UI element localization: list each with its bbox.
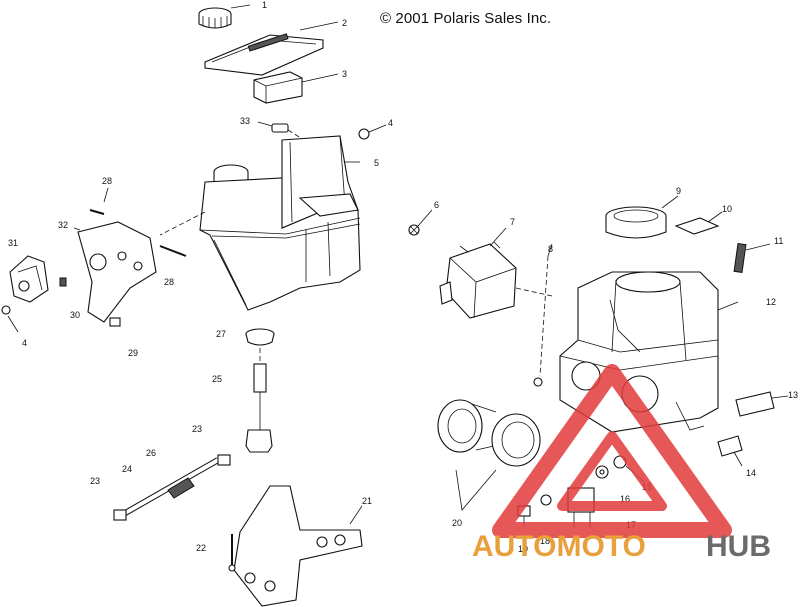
part-20-boot-left bbox=[437, 399, 497, 453]
part-13-pad bbox=[735, 391, 789, 417]
callout-5: 5 bbox=[374, 158, 379, 168]
part-10-pad bbox=[674, 211, 723, 235]
callout-3: 3 bbox=[342, 69, 347, 79]
callout-32: 32 bbox=[58, 220, 68, 230]
callout-6: 6 bbox=[434, 200, 439, 210]
part-6-grommet bbox=[408, 209, 433, 236]
part-7-cdi-module bbox=[439, 227, 553, 319]
part-29-grommet bbox=[109, 317, 121, 327]
callout-20: 20 bbox=[452, 518, 462, 528]
part-3-filter bbox=[253, 71, 339, 104]
part-33-screw bbox=[257, 121, 313, 146]
callout-31: 31 bbox=[8, 238, 18, 248]
part-9-ring-seal bbox=[605, 195, 679, 239]
callout-10: 10 bbox=[722, 204, 732, 214]
callout-11: 11 bbox=[774, 236, 783, 246]
callout-7: 7 bbox=[510, 217, 515, 227]
callout-1: 1 bbox=[262, 0, 267, 10]
callout-14: 14 bbox=[746, 468, 756, 478]
callout-16: 16 bbox=[620, 494, 630, 504]
callout-2: 2 bbox=[342, 18, 347, 28]
callout-13: 13 bbox=[788, 390, 798, 400]
part-18-washer bbox=[540, 494, 552, 506]
callout-27: 27 bbox=[216, 329, 226, 339]
part-11-clip bbox=[733, 243, 771, 273]
part-31-pump bbox=[9, 255, 49, 303]
part-20-leader bbox=[455, 469, 497, 511]
watermark-text-part1: AUTOMOTO bbox=[472, 530, 646, 563]
callout-4-left: 4 bbox=[22, 338, 27, 348]
part-4-nut-left bbox=[1, 305, 19, 333]
callout-33: 33 bbox=[240, 116, 250, 126]
callout-23-left: 23 bbox=[90, 476, 100, 486]
callout-28-right: 28 bbox=[164, 277, 174, 287]
callout-9: 9 bbox=[676, 186, 681, 196]
part-21-bracket bbox=[233, 485, 363, 607]
callout-8: 8 bbox=[548, 244, 553, 254]
callout-25: 25 bbox=[212, 374, 222, 384]
part-14-pad bbox=[717, 435, 743, 467]
part-2-cover bbox=[204, 21, 339, 76]
part-22-screw bbox=[228, 534, 236, 572]
callout-4-top: 4 bbox=[388, 118, 393, 128]
part-25-fitting bbox=[245, 348, 273, 453]
callout-23-right: 23 bbox=[192, 424, 202, 434]
watermark-text-part2: HUB bbox=[706, 530, 771, 563]
callout-19: 19 bbox=[518, 544, 528, 554]
part-28-screw-top bbox=[89, 187, 109, 215]
part-5-oil-tank bbox=[159, 135, 361, 311]
copyright-notice: © 2001 Polaris Sales Inc. bbox=[380, 10, 552, 27]
watermark-logo bbox=[492, 364, 732, 538]
callout-18: 18 bbox=[540, 536, 550, 546]
callout-22: 22 bbox=[196, 543, 206, 553]
part-27-grommet bbox=[245, 328, 275, 346]
callout-24: 24 bbox=[122, 464, 132, 474]
callout-29: 29 bbox=[128, 348, 138, 358]
callout-12: 12 bbox=[766, 297, 776, 307]
part-28-screw-right bbox=[159, 245, 187, 257]
part-24-hose bbox=[113, 454, 231, 521]
callout-26: 26 bbox=[146, 448, 156, 458]
part-16-washer bbox=[595, 465, 609, 479]
part-4-nut-top bbox=[358, 124, 387, 140]
part-32-bracket bbox=[73, 221, 157, 323]
callout-30: 30 bbox=[70, 310, 80, 320]
part-20-boot-right bbox=[491, 413, 541, 467]
part-1-cap bbox=[198, 4, 251, 29]
part-30-clip bbox=[59, 277, 67, 287]
callout-21: 21 bbox=[362, 496, 372, 506]
part-8-clip bbox=[533, 243, 553, 387]
callout-28-top: 28 bbox=[102, 176, 112, 186]
